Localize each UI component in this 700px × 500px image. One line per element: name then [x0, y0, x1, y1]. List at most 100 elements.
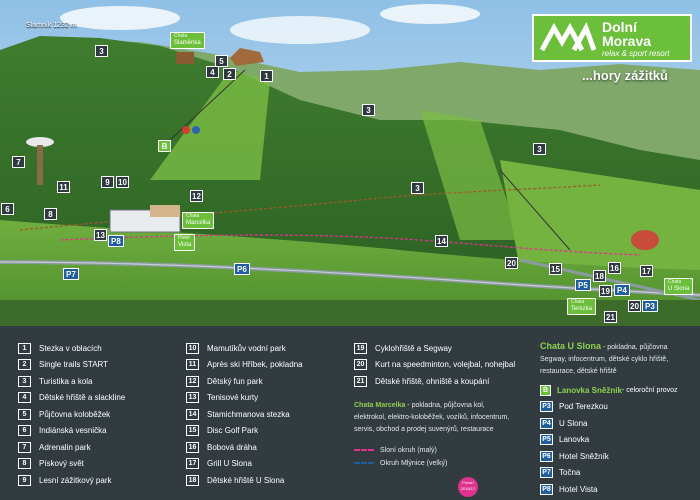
parking-legend-item-number: P8 — [540, 483, 553, 495]
legend-item-label: Pískový svět — [39, 459, 84, 469]
parking-legend-item-number: P4 — [540, 417, 553, 429]
map-marker-3b[interactable]: 3 — [362, 104, 375, 116]
parking-legend-item-label: Pod Terezkou — [559, 402, 608, 412]
map-marker-18[interactable]: 18 — [593, 270, 606, 282]
map-parking-p6[interactable]: P6 — [234, 263, 250, 275]
map-marker-7[interactable]: 7 — [12, 156, 25, 168]
map-marker-12[interactable]: 12 — [190, 190, 203, 202]
legend-item-number: 1 — [18, 342, 31, 354]
route-small-row: Sloní okruh (malý) — [354, 444, 515, 457]
map-parking-p7[interactable]: P7 — [63, 268, 79, 280]
map-parking-p3[interactable]: P3 — [642, 300, 658, 312]
map-marker-19[interactable]: 19 — [599, 285, 612, 297]
map-marker-16[interactable]: 16 — [608, 262, 621, 274]
route-big-label: Okruh Mlýnice (velký) — [380, 459, 448, 467]
parking-legend-item-number: P7 — [540, 467, 553, 479]
map-parking-p5[interactable]: P5 — [575, 279, 591, 291]
map-marker-14[interactable]: 14 — [435, 235, 448, 247]
marcelka-line2: elektrokol, elektro-koloběžek, vozíků, i… — [354, 413, 510, 421]
route-big-row: Okruh Mlýnice (velký) — [354, 457, 515, 470]
legend-item-label: Tenisové kurty — [207, 393, 259, 403]
legend-item-number: 21 — [354, 375, 367, 387]
map-marker-17[interactable]: 17 — [640, 265, 653, 277]
map-marker-6[interactable]: 6 — [1, 203, 14, 215]
map-marker-5[interactable]: 5 — [215, 55, 228, 67]
map-marker-13[interactable]: 13 — [94, 229, 107, 241]
notice-stamp: Pozor! 2016/17 — [458, 477, 478, 497]
u-slona-line1: - pokladna, půjčovna — [601, 344, 668, 351]
lanovka-row: B Lanovka Sněžník - celoroční provoz — [540, 382, 678, 399]
parking-legend-item-number: P6 — [540, 450, 553, 462]
resort-name: Dolní Morava — [602, 20, 651, 48]
map-marker-20b[interactable]: 20 — [628, 300, 641, 312]
route-legend: Sloní okruh (malý) Okruh Mlýnice (velký) — [354, 444, 515, 470]
map-marker-9[interactable]: 9 — [101, 176, 114, 188]
map-parking-p4[interactable]: P4 — [614, 284, 630, 296]
resort-logo-icon — [540, 22, 596, 52]
marcelka-line1: - pokladna, půjčovna kol, — [405, 401, 485, 409]
map-marker-21[interactable]: 21 — [604, 311, 617, 323]
legend-item-number: 20 — [354, 359, 367, 371]
marcelka-line3: servis, obchod a prodej suvenýrů, restau… — [354, 425, 494, 433]
resort-map: Slamník 1232 m Dolní Morava relax & spor… — [0, 0, 700, 326]
route-small-label: Sloní okruh (malý) — [380, 446, 437, 454]
map-marker-lanovka-b[interactable]: B — [158, 140, 171, 152]
legend-item-label: Cyklohřiště a Segway — [375, 343, 452, 353]
tagline: ...hory zážitků — [582, 68, 668, 83]
legend-item-number: 9 — [18, 474, 31, 486]
parking-legend-item-label: Lanovka — [559, 435, 590, 445]
legend-item-label: Indiánská vesnička — [39, 426, 107, 436]
map-marker-15[interactable]: 15 — [549, 263, 562, 275]
map-marker-3d[interactable]: 3 — [411, 182, 424, 194]
map-marker-3a[interactable]: 3 — [95, 45, 108, 57]
legend-item: 16 Bobová dráha — [186, 439, 303, 456]
legend-item-label: Single trails START — [39, 360, 109, 370]
map-marker-20[interactable]: 20 — [505, 257, 518, 269]
legend-item-label: Bobová dráha — [207, 442, 257, 452]
u-slona-info: Chata U Slona - pokladna, půjčovna Segwa… — [540, 340, 678, 378]
resort-name-line1: Dolní — [602, 19, 637, 35]
map-marker-10[interactable]: 10 — [116, 176, 129, 188]
legend-item-number: 15 — [186, 425, 199, 437]
legend-item-number: 10 — [186, 342, 199, 354]
legend-column-4: Chata U Slona - pokladna, půjčovna Segwa… — [540, 340, 678, 498]
map-marker-8[interactable]: 8 — [44, 208, 57, 220]
map-marker-1[interactable]: 1 — [260, 70, 273, 82]
u-slona-title: Chata U Slona — [540, 341, 602, 351]
map-marker-3c[interactable]: 3 — [533, 143, 546, 155]
sign-marcelka-type: Chata — [186, 213, 200, 219]
map-marker-2[interactable]: 2 — [223, 68, 236, 80]
sign-slamenka-name: Slaměnka — [174, 40, 201, 46]
lanovka-rest: - celoroční provoz — [621, 386, 678, 394]
legend-item-label: Turistika a kola — [39, 376, 93, 386]
sign-marcelka-name: Marcelka — [186, 220, 211, 226]
map-marker-11[interactable]: 11 — [57, 181, 70, 193]
legend-item-number: 18 — [186, 474, 199, 486]
legend-item-number: 5 — [18, 408, 31, 420]
legend-item-label: Après ski Hříbek, pokladna — [207, 360, 303, 370]
legend-item-number: 13 — [186, 392, 199, 404]
legend-item-number: 14 — [186, 408, 199, 420]
map-parking-p8[interactable]: P8 — [108, 235, 124, 247]
map-marker-4[interactable]: 4 — [206, 66, 219, 78]
marcelka-info: Chata Marcelka - pokladna, půjčovna kol,… — [354, 400, 515, 436]
legend-item-number: 16 — [186, 441, 199, 453]
